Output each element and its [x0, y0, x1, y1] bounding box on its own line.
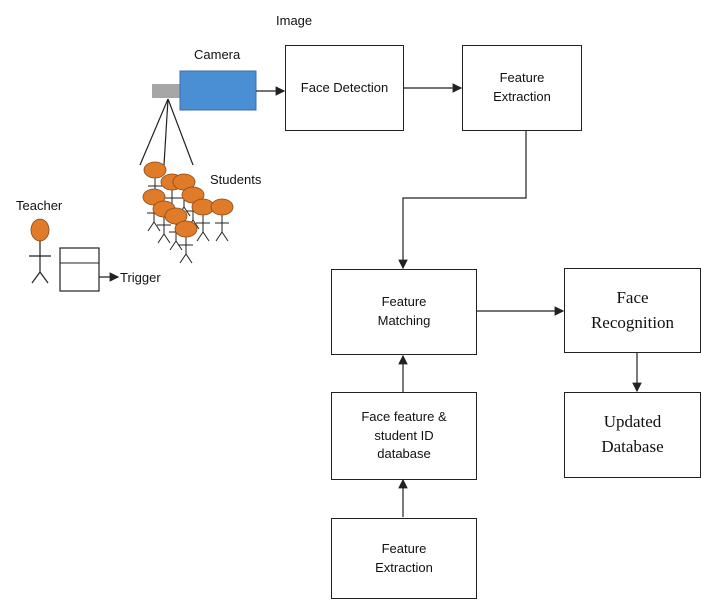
student-figure [210, 198, 234, 242]
feature-matching-line1: Feature [381, 294, 427, 310]
feature-matching-line2: Matching [377, 313, 431, 328]
students-group [142, 161, 234, 264]
teacher-figure [29, 218, 51, 284]
image-label: Image [276, 13, 313, 28]
face-recognition-line1: Face [616, 287, 649, 307]
updated-database-line1: Updated [603, 412, 662, 432]
feature-extraction-top-line2: Extraction [493, 89, 551, 104]
feature-extraction-bottom-line1: Feature [381, 540, 427, 556]
camera-fov-right [167, 98, 194, 166]
face-detection-text: Face Detection [300, 79, 389, 95]
camera-lens [152, 84, 182, 98]
feature-extraction-top-line1: Feature [499, 70, 545, 86]
teacher-label: Teacher [16, 198, 63, 213]
camera-icon [179, 70, 257, 111]
updated-database-line2: Database [601, 437, 664, 456]
camera-label: Camera [194, 47, 241, 62]
face-recognition-box: Face Recognition [564, 268, 701, 353]
student-figure [174, 220, 198, 264]
student-figure [191, 198, 215, 242]
arrow-extraction-to-matching [398, 131, 527, 270]
updated-database-box: Updated Database [564, 392, 701, 478]
trigger-label: Trigger [120, 270, 161, 285]
face-feature-database-box: Face feature & student ID database [331, 392, 477, 480]
database-line1: Face feature & [361, 408, 447, 424]
students-label: Students [210, 172, 262, 187]
feature-extraction-bottom-line2: Extraction [375, 559, 433, 575]
camera-fov-center [163, 98, 169, 166]
feature-extraction-bottom-box: Feature Extraction [331, 518, 477, 599]
camera-fov-left [139, 98, 169, 166]
face-detection-box: Face Detection [285, 45, 404, 131]
database-line3: database [377, 446, 431, 462]
database-line2: student ID [374, 427, 434, 443]
feature-extraction-top-box: Feature Extraction [462, 45, 582, 131]
feature-matching-box: Feature Matching [331, 269, 477, 355]
trigger-device [59, 247, 100, 292]
face-recognition-line2: Recognition [590, 312, 675, 332]
